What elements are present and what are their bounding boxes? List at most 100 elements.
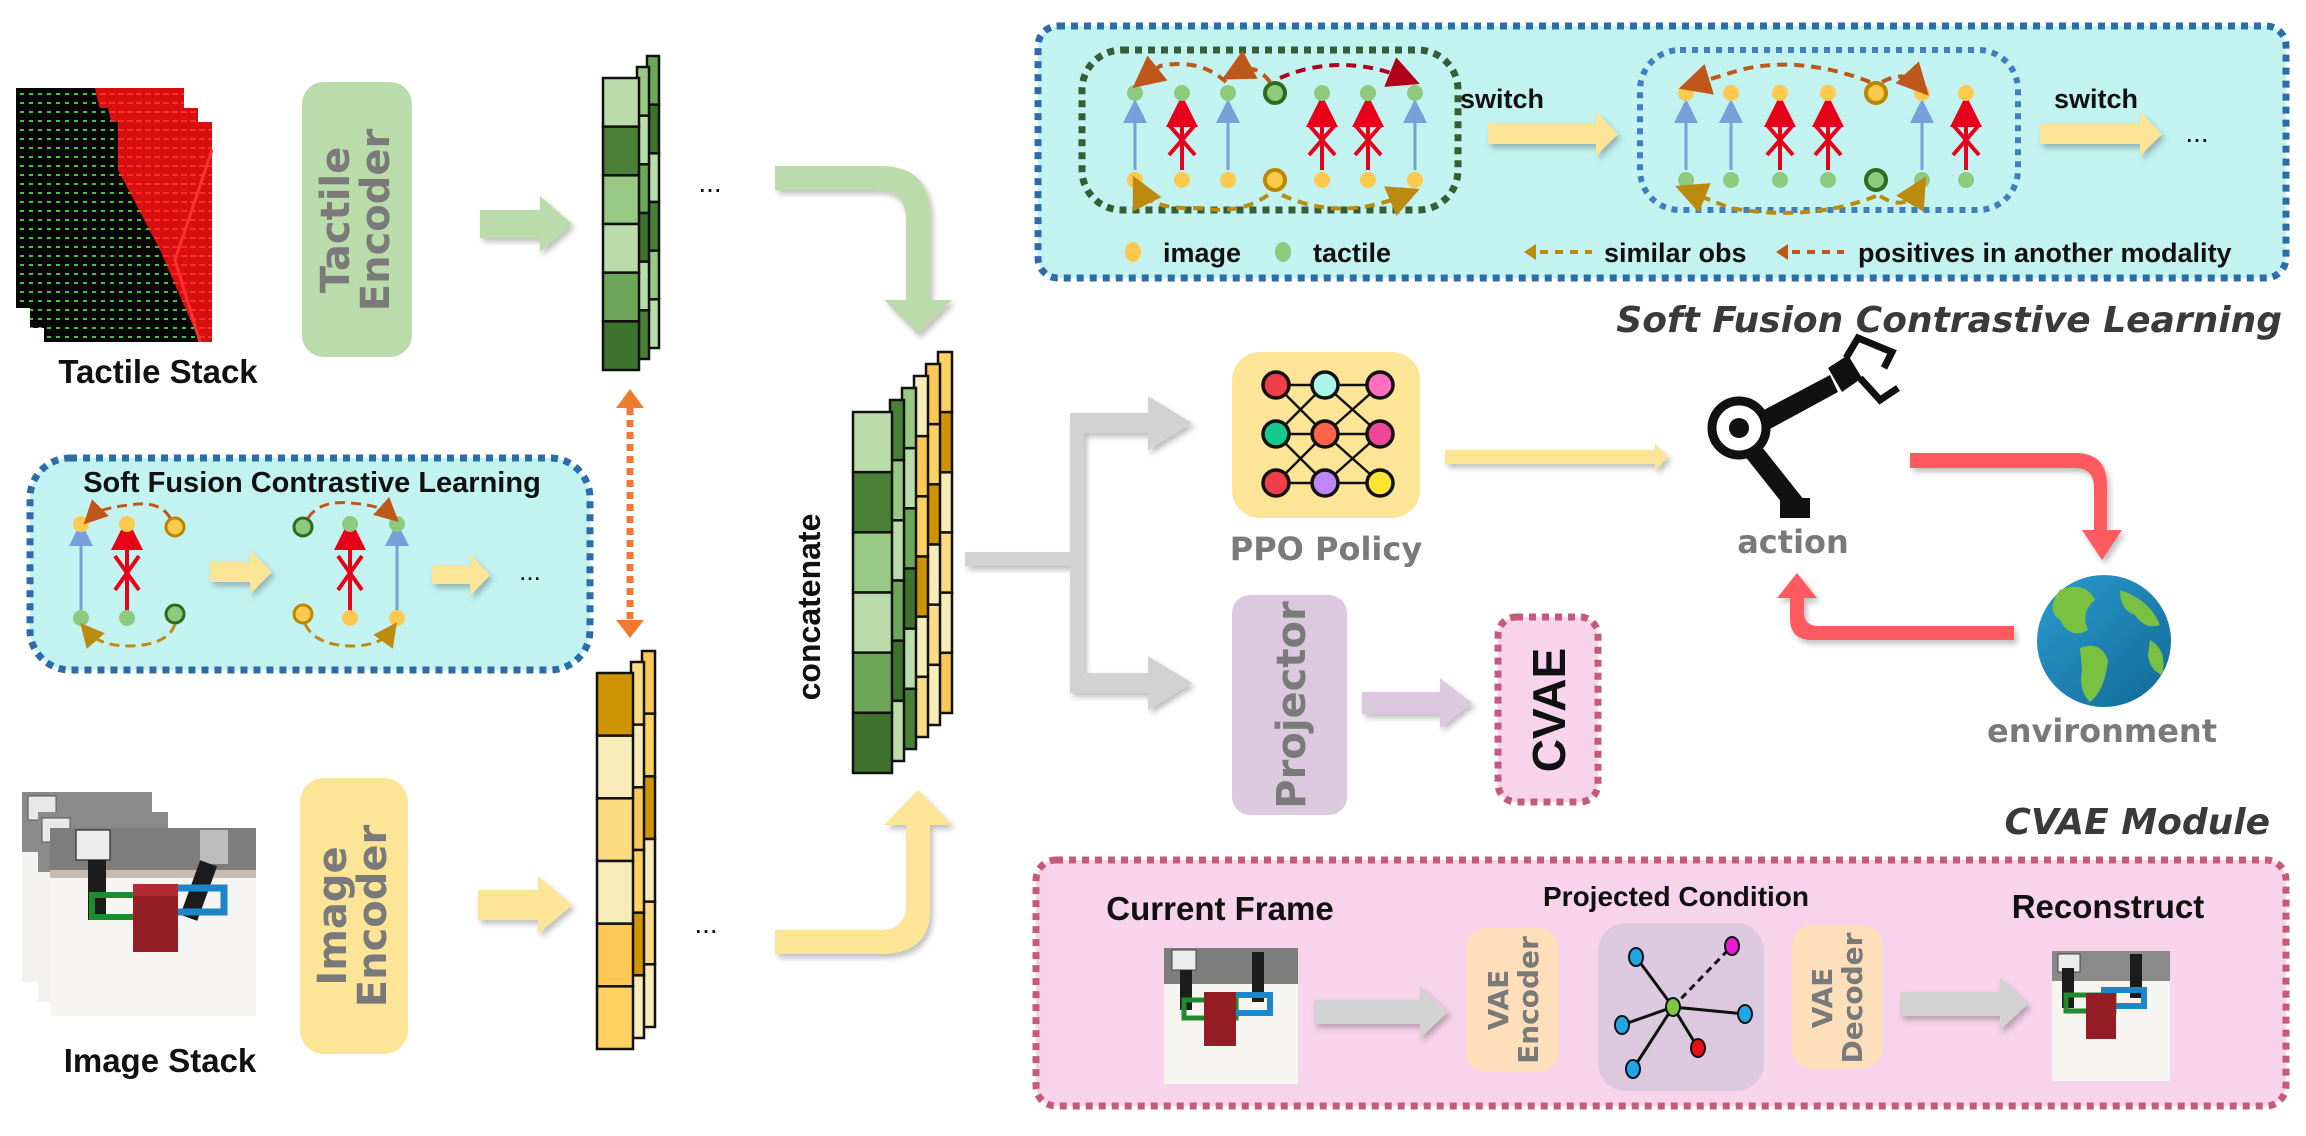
node bbox=[1174, 85, 1190, 101]
latent-star-icon bbox=[1614, 936, 1753, 1079]
projector-block bbox=[1232, 595, 1347, 815]
sfcl-small-title: Soft Fusion Contrastive Learning bbox=[83, 467, 541, 499]
concat-cell bbox=[851, 591, 894, 654]
feature-cell bbox=[601, 125, 641, 177]
sfcl-panel-group-1 bbox=[1078, 46, 1462, 214]
image-dot bbox=[119, 516, 135, 532]
projector-to-cvae-arrow bbox=[1362, 678, 1472, 728]
concat-cell bbox=[851, 711, 894, 775]
tactile-dot bbox=[342, 516, 358, 532]
concatenated-feature-stack bbox=[851, 350, 954, 775]
tactile-frame bbox=[44, 122, 214, 343]
tactile-stack-label: Tactile Stack bbox=[58, 353, 258, 390]
image-frame bbox=[50, 828, 256, 1016]
node bbox=[1820, 172, 1836, 188]
node bbox=[1723, 172, 1739, 188]
vae-decoder-block bbox=[1792, 925, 1882, 1069]
projector-label: Projector bbox=[1269, 601, 1315, 809]
image-ellipsis: ... bbox=[694, 908, 717, 939]
svg-text:Tactile: Tactile bbox=[313, 147, 359, 294]
sfcl-panel: switch switch ... image tactile similar … bbox=[1034, 22, 2290, 282]
cross-mark-icon bbox=[1353, 123, 1383, 157]
switch-label-1: switch bbox=[1460, 84, 1544, 114]
sfcl-panel-group-2 bbox=[1637, 47, 2021, 213]
node bbox=[1820, 85, 1836, 101]
neural-network-icon bbox=[1261, 370, 1395, 498]
svg-text:Image: Image bbox=[310, 846, 356, 985]
legend-similar-obs-label: similar obs bbox=[1604, 238, 1747, 268]
anchor-node bbox=[1263, 168, 1287, 192]
anchor-node bbox=[1263, 81, 1287, 105]
branch-arrow-to-ppo bbox=[1077, 396, 1192, 450]
action-label: action bbox=[1737, 523, 1849, 561]
svg-text:VAE: VAE bbox=[1482, 970, 1515, 1031]
image-encoder-label: Image Encoder bbox=[310, 824, 396, 1007]
action-to-environment-arrow bbox=[1910, 453, 2122, 560]
node bbox=[1914, 172, 1930, 188]
anchor-node bbox=[1864, 168, 1888, 192]
node bbox=[1360, 85, 1376, 101]
reconstruct-label: Reconstruct bbox=[2012, 888, 2205, 925]
node bbox=[1127, 85, 1143, 101]
node bbox=[1678, 85, 1694, 101]
projected-condition-label: Projected Condition bbox=[1543, 881, 1809, 912]
svg-text:Encoder: Encoder bbox=[350, 824, 396, 1007]
concat-cell bbox=[851, 531, 894, 594]
svg-text:VAE: VAE bbox=[1806, 968, 1839, 1029]
image-dot bbox=[342, 610, 358, 626]
cross-mark-icon bbox=[1765, 123, 1795, 157]
tactile-dot bbox=[73, 610, 89, 626]
concat-cell bbox=[851, 651, 894, 715]
svg-text:Decoder: Decoder bbox=[1836, 932, 1869, 1063]
legend-positives-label: positives in another modality bbox=[1858, 238, 2232, 268]
sfcl-small-next-arrow bbox=[210, 550, 272, 594]
cross-mark-icon bbox=[1951, 123, 1981, 157]
tactile-to-concat-arrow bbox=[775, 166, 952, 334]
tactile-encoder-block bbox=[302, 82, 412, 357]
policy-to-action-arrow bbox=[1445, 443, 1668, 471]
sfcl-small-group-2 bbox=[292, 497, 409, 649]
earth-globe-icon bbox=[2037, 575, 2171, 707]
sfcl-small-next-arrow bbox=[432, 554, 490, 596]
sfcl-legend: image tactile similar obs positives in a… bbox=[1125, 238, 2232, 268]
cvae-block bbox=[1494, 613, 1602, 806]
legend-image-dot bbox=[1125, 242, 1141, 262]
decoder-to-reconstruct-arrow bbox=[1900, 978, 2028, 1030]
legend-tactile-label: tactile bbox=[1313, 238, 1391, 268]
tactile-feature-vector bbox=[601, 54, 661, 372]
svg-text:Encoder: Encoder bbox=[353, 128, 399, 311]
vae-encoder-block bbox=[1466, 928, 1558, 1072]
node bbox=[1914, 85, 1930, 101]
sfcl-panel-group-1-nodes bbox=[1123, 81, 1427, 192]
cross-mark-icon bbox=[1167, 123, 1197, 157]
branch-arrow-to-projector bbox=[1077, 656, 1192, 710]
tactile-ellipsis: ... bbox=[698, 167, 721, 198]
feature-cell bbox=[595, 734, 635, 800]
node bbox=[1772, 172, 1788, 188]
image-dot-anchor bbox=[164, 516, 186, 538]
tactile-dot bbox=[119, 610, 135, 626]
feature-cell bbox=[601, 271, 641, 323]
node bbox=[1127, 172, 1143, 188]
image-dot-anchor bbox=[292, 603, 314, 625]
image-feature-vector bbox=[595, 649, 657, 1051]
sfcl-small-box: Soft Fusion Contrastive Learning bbox=[26, 454, 594, 674]
tactile-encoder-label: Tactile Encoder bbox=[313, 128, 399, 311]
node bbox=[1958, 85, 1974, 101]
node bbox=[1407, 85, 1423, 101]
concat-cell bbox=[851, 470, 894, 534]
svg-text:Encoder: Encoder bbox=[1512, 936, 1545, 1064]
feature-cell bbox=[601, 76, 641, 128]
legend-image-label: image bbox=[1163, 238, 1241, 268]
feature-cell bbox=[595, 922, 635, 988]
switch-label-2: switch bbox=[2054, 84, 2138, 114]
vae-encoder-label: VAE Encoder bbox=[1482, 936, 1545, 1064]
legend-tactile-dot bbox=[1275, 242, 1291, 262]
sfcl-small-group-1 bbox=[69, 499, 186, 649]
cvae-module-caption: CVAE Module bbox=[2004, 802, 2270, 843]
image-to-feature-arrow bbox=[478, 876, 572, 934]
node bbox=[1360, 172, 1376, 188]
feature-cell bbox=[601, 174, 641, 226]
switch-arrow-2 bbox=[2040, 112, 2162, 156]
